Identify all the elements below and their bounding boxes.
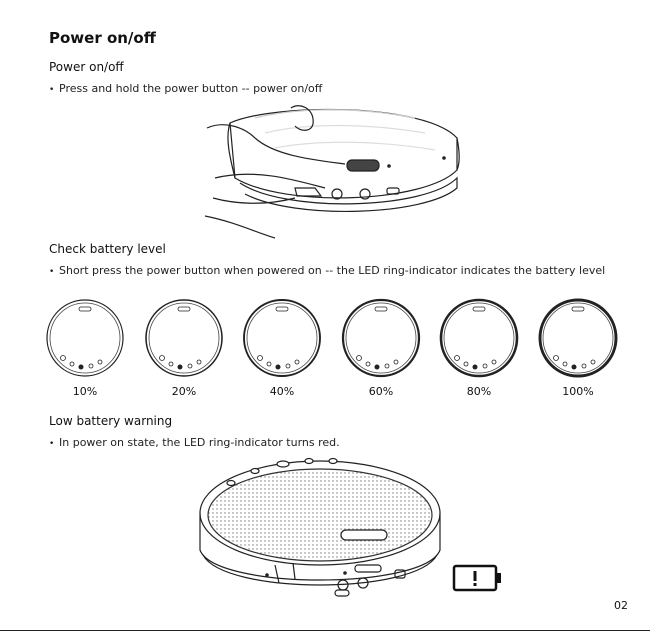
bullet-icon: • — [49, 267, 59, 277]
speaker-top-view — [437, 296, 521, 380]
battery-heading: Check battery level — [49, 242, 166, 256]
bullet-icon: • — [49, 439, 59, 449]
battery-level-label: 10% — [47, 385, 123, 398]
battery-level-label: 60% — [343, 385, 419, 398]
power-hand-illustration — [195, 98, 475, 248]
page-number: 02 — [614, 599, 628, 612]
battery-level-label: 20% — [146, 385, 222, 398]
low-battery-heading: Low battery warning — [49, 414, 172, 428]
speaker-top-view — [536, 296, 620, 380]
power-heading: Power on/off — [49, 60, 124, 74]
bullet-icon: • — [49, 85, 59, 95]
speaker-top-view — [339, 296, 423, 380]
page-title: Power on/off — [49, 29, 156, 47]
speaker-top-view — [240, 296, 324, 380]
battery-bullet: •Short press the power button when power… — [49, 264, 605, 277]
battery-level-label: 100% — [540, 385, 616, 398]
low-battery-bullet: •In power on state, the LED ring-indicat… — [49, 436, 340, 449]
speaker-illustration — [195, 455, 445, 615]
speaker-top-view — [142, 296, 226, 380]
low-battery-icon — [452, 563, 504, 593]
power-bullet: •Press and hold the power button -- powe… — [49, 82, 322, 95]
battery-level-label: 80% — [441, 385, 517, 398]
battery-level-label: 40% — [244, 385, 320, 398]
speaker-top-view — [43, 296, 127, 380]
